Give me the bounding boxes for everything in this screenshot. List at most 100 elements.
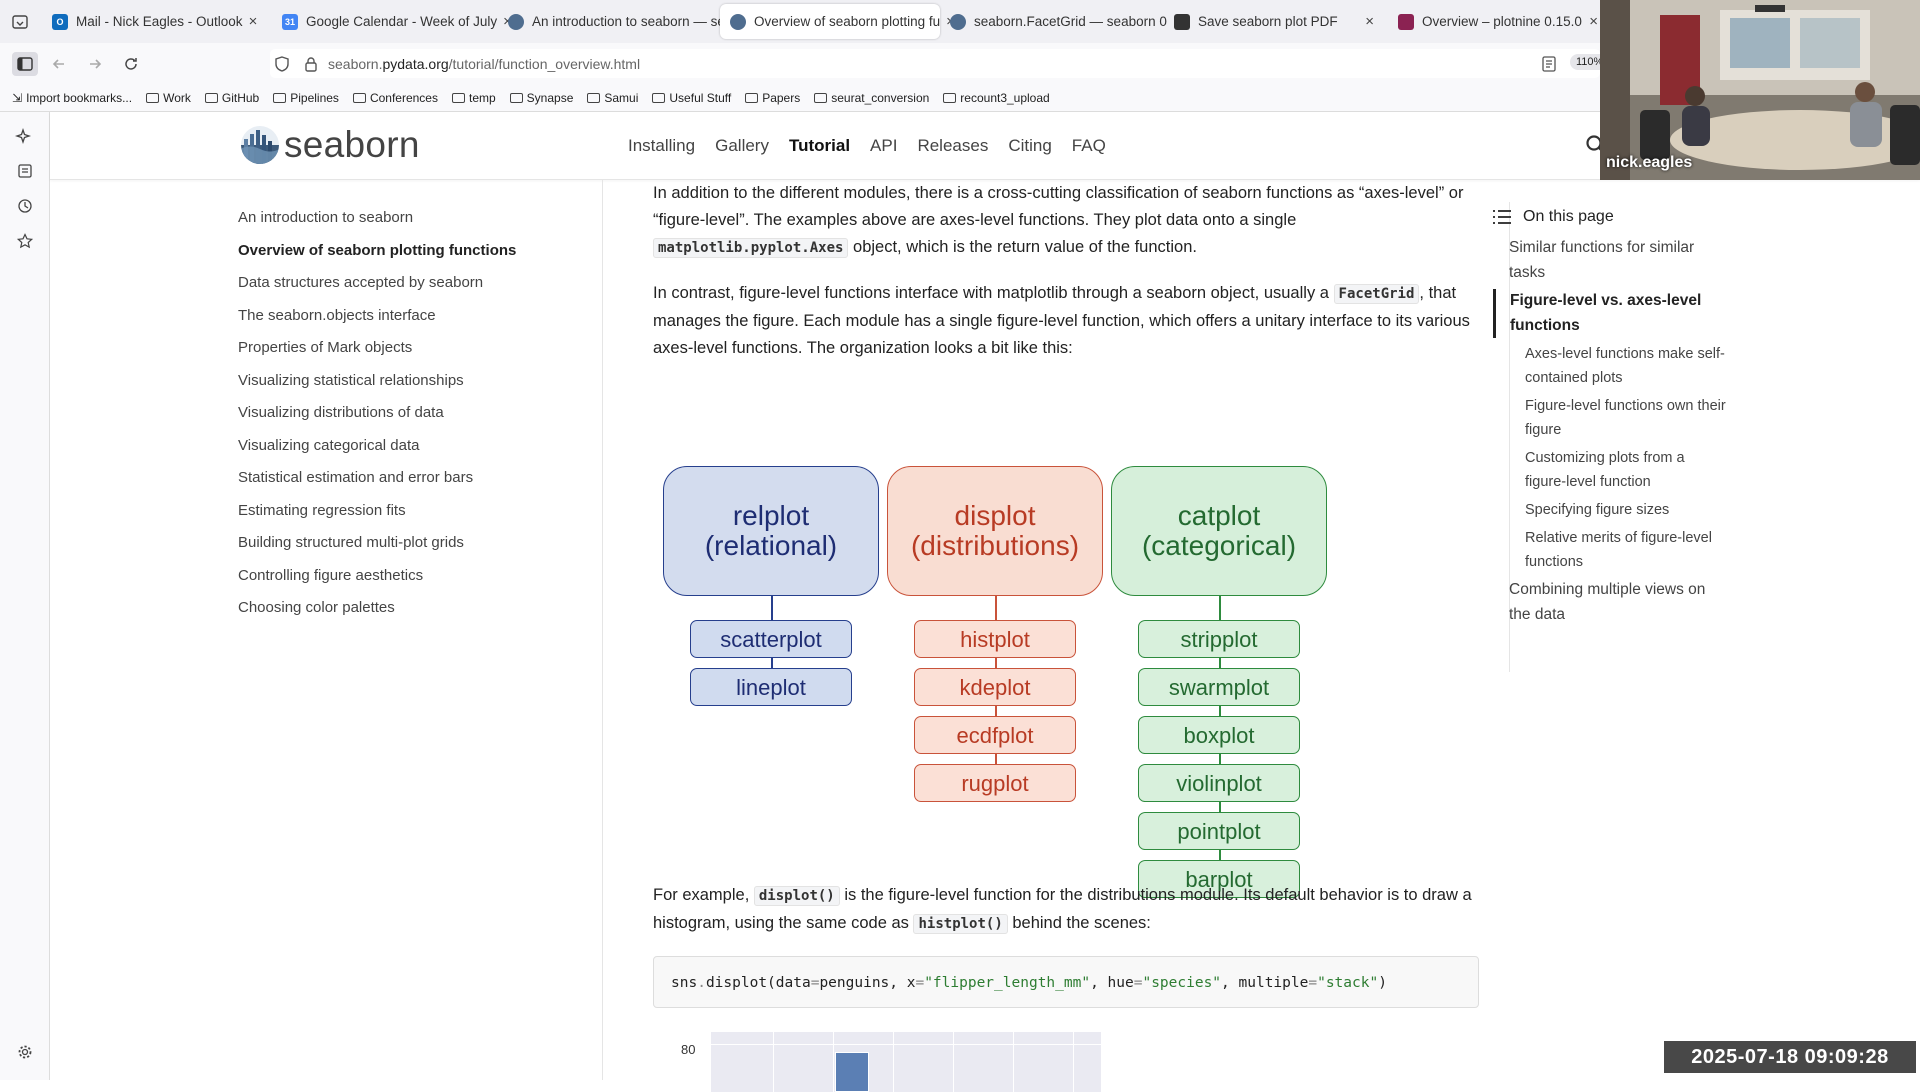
bookmark-label: Useful Stuff xyxy=(669,90,732,105)
grid-line xyxy=(953,1032,954,1092)
close-icon[interactable]: × xyxy=(503,13,512,30)
back-button[interactable] xyxy=(48,53,70,75)
folder-icon xyxy=(509,92,523,103)
bookmark-item[interactable]: ⇲Import bookmarks... xyxy=(12,91,132,105)
right-toc-item[interactable]: Similar functions for similar tasks xyxy=(1509,239,1695,281)
folder-icon xyxy=(146,92,160,103)
site-nav-installing[interactable]: Installing xyxy=(628,136,696,155)
url-bar[interactable]: seaborn.pydata.org/tutorial/function_ove… xyxy=(270,49,1600,78)
axes-level-box[interactable]: violinplot xyxy=(1138,764,1300,802)
sidebar-history-button[interactable] xyxy=(13,194,37,218)
forward-arrow-icon xyxy=(90,59,102,69)
tab[interactable]: Overview – plotnine 0.15.0× xyxy=(1388,4,1608,39)
axes-level-box[interactable]: boxplot xyxy=(1138,716,1300,754)
reader-view-icon[interactable] xyxy=(1542,56,1556,72)
axes-level-box[interactable]: kdeplot xyxy=(914,668,1076,706)
site-nav-faq[interactable]: FAQ xyxy=(1071,136,1106,155)
left-toc-item[interactable]: The seaborn.objects interface xyxy=(238,306,436,324)
axes-level-box[interactable]: scatterplot xyxy=(690,620,852,658)
folder-icon xyxy=(814,92,828,103)
folder-icon xyxy=(943,92,957,103)
right-toc-item[interactable]: Figure-level functions own their figure xyxy=(1525,398,1726,438)
right-toc-item[interactable]: Combining multiple views on the data xyxy=(1509,581,1706,623)
code-operator: = xyxy=(810,975,820,991)
history-icon xyxy=(18,199,32,213)
tab[interactable]: Overview of seaborn plotting fu× xyxy=(720,4,955,39)
sidebar-ai-button[interactable] xyxy=(13,124,37,148)
code-matplotlib-axes[interactable]: matplotlib.pyplot.Axes xyxy=(653,238,849,258)
bookmark-item[interactable]: Useful Stuff xyxy=(652,91,731,105)
right-toc-item[interactable]: Specifying figure sizes xyxy=(1525,502,1670,518)
tab[interactable]: seaborn.FacetGrid — seaborn 0× xyxy=(940,4,1182,39)
sidebar-settings-button[interactable] xyxy=(13,1040,37,1064)
text: In addition to the different modules, th… xyxy=(653,184,1464,229)
bookmark-item[interactable]: Pipelines xyxy=(273,91,339,105)
axes-level-box[interactable]: stripplot xyxy=(1138,620,1300,658)
forward-button[interactable] xyxy=(84,53,106,75)
left-toc-item[interactable]: Building structured multi-plot grids xyxy=(238,534,464,551)
left-toc-item[interactable]: Choosing color palettes xyxy=(238,599,395,616)
sidebar-reading-list-button[interactable] xyxy=(13,159,37,183)
bookmark-item[interactable]: Samui xyxy=(587,91,638,105)
axes-level-box[interactable]: histplot xyxy=(914,620,1076,658)
axes-level-box[interactable]: barplot xyxy=(1138,860,1300,898)
left-toc-item[interactable]: Visualizing statistical relationships xyxy=(238,371,464,389)
left-toc-item[interactable]: Visualizing categorical data xyxy=(238,436,420,454)
left-toc-item[interactable]: An introduction to seaborn xyxy=(238,209,414,226)
site-nav-tutorial[interactable]: Tutorial xyxy=(788,136,851,155)
left-toc-item[interactable]: Statistical estimation and error bars xyxy=(238,469,474,486)
left-toc-item[interactable]: Estimating regression fits xyxy=(238,501,406,519)
sidebar-toggle-button[interactable] xyxy=(12,52,38,76)
webcam-overlay: nick.eagles xyxy=(1600,0,1920,180)
right-toc-item[interactable]: Figure-level vs. axes-level functions xyxy=(1493,289,1729,338)
axes-level-box[interactable]: rugplot xyxy=(914,764,1076,802)
bookmark-item[interactable]: seurat_conversion xyxy=(814,91,929,105)
site-nav-citing[interactable]: Citing xyxy=(1008,136,1052,155)
site-nav-gallery[interactable]: Gallery xyxy=(715,136,769,155)
axes-level-box[interactable]: swarmplot xyxy=(1138,668,1300,706)
reload-button[interactable] xyxy=(120,53,142,75)
bookmark-label: Conferences xyxy=(369,90,438,105)
left-toc-item[interactable]: Data structures accepted by seaborn xyxy=(238,274,484,291)
site-nav-releases[interactable]: Releases xyxy=(917,136,989,155)
right-toc-item[interactable]: Customizing plots from a figure-level fu… xyxy=(1525,450,1685,490)
site-nav-api[interactable]: API xyxy=(870,136,898,155)
back-arrow-icon xyxy=(52,59,64,69)
right-toc-item[interactable]: Axes-level functions make self-contained… xyxy=(1525,346,1725,386)
code-displot[interactable]: displot() xyxy=(753,886,840,906)
figure-level-box[interactable]: relplot (relational) xyxy=(663,466,879,596)
tab-list-button[interactable] xyxy=(10,12,30,32)
axes-level-box[interactable]: lineplot xyxy=(690,668,852,706)
left-toc-item[interactable]: Properties of Mark objects xyxy=(238,339,413,356)
bookmark-item[interactable]: temp xyxy=(451,91,496,105)
seaborn-logo[interactable]: seaborn xyxy=(240,124,420,166)
left-toc-item[interactable]: Visualizing distributions of data xyxy=(238,404,444,421)
left-toc-item[interactable]: Controlling figure aesthetics xyxy=(238,566,424,584)
code-facetgrid[interactable]: FacetGrid xyxy=(1333,284,1420,304)
close-icon[interactable]: × xyxy=(1589,13,1598,30)
sidebar-bookmarks-button[interactable] xyxy=(13,229,37,253)
right-toc-item[interactable]: Relative merits of figure-level function… xyxy=(1525,530,1712,570)
tab[interactable]: An introduction to seaborn — se× xyxy=(498,4,740,39)
zoom-level[interactable]: 110% xyxy=(1570,54,1610,70)
bookmark-item[interactable]: Synapse xyxy=(509,91,573,105)
figure-level-box[interactable]: displot (distributions) xyxy=(887,466,1103,596)
bookmark-item[interactable]: Papers xyxy=(745,91,800,105)
bookmark-item[interactable]: recount3_upload xyxy=(943,91,1050,105)
bookmark-item[interactable]: GitHub xyxy=(204,91,259,105)
close-icon[interactable]: × xyxy=(1365,13,1374,30)
bookmark-item[interactable]: Work xyxy=(146,91,191,105)
axes-level-box[interactable]: pointplot xyxy=(1138,812,1300,850)
code-histplot[interactable]: histplot() xyxy=(913,914,1008,934)
close-icon[interactable]: × xyxy=(248,13,258,30)
figure-level-box[interactable]: catplot (categorical) xyxy=(1111,466,1327,596)
left-toc-item[interactable]: Overview of seaborn plotting functions xyxy=(238,241,517,259)
axes-level-box[interactable]: ecdfplot xyxy=(914,716,1076,754)
tab[interactable]: Save seaborn plot PDF× xyxy=(1164,4,1384,39)
code-block[interactable]: sns.displot(data=penguins, x="flipper_le… xyxy=(653,956,1479,1008)
bookmark-label: seurat_conversion xyxy=(831,90,930,105)
bookmark-item[interactable]: Conferences xyxy=(352,90,438,105)
